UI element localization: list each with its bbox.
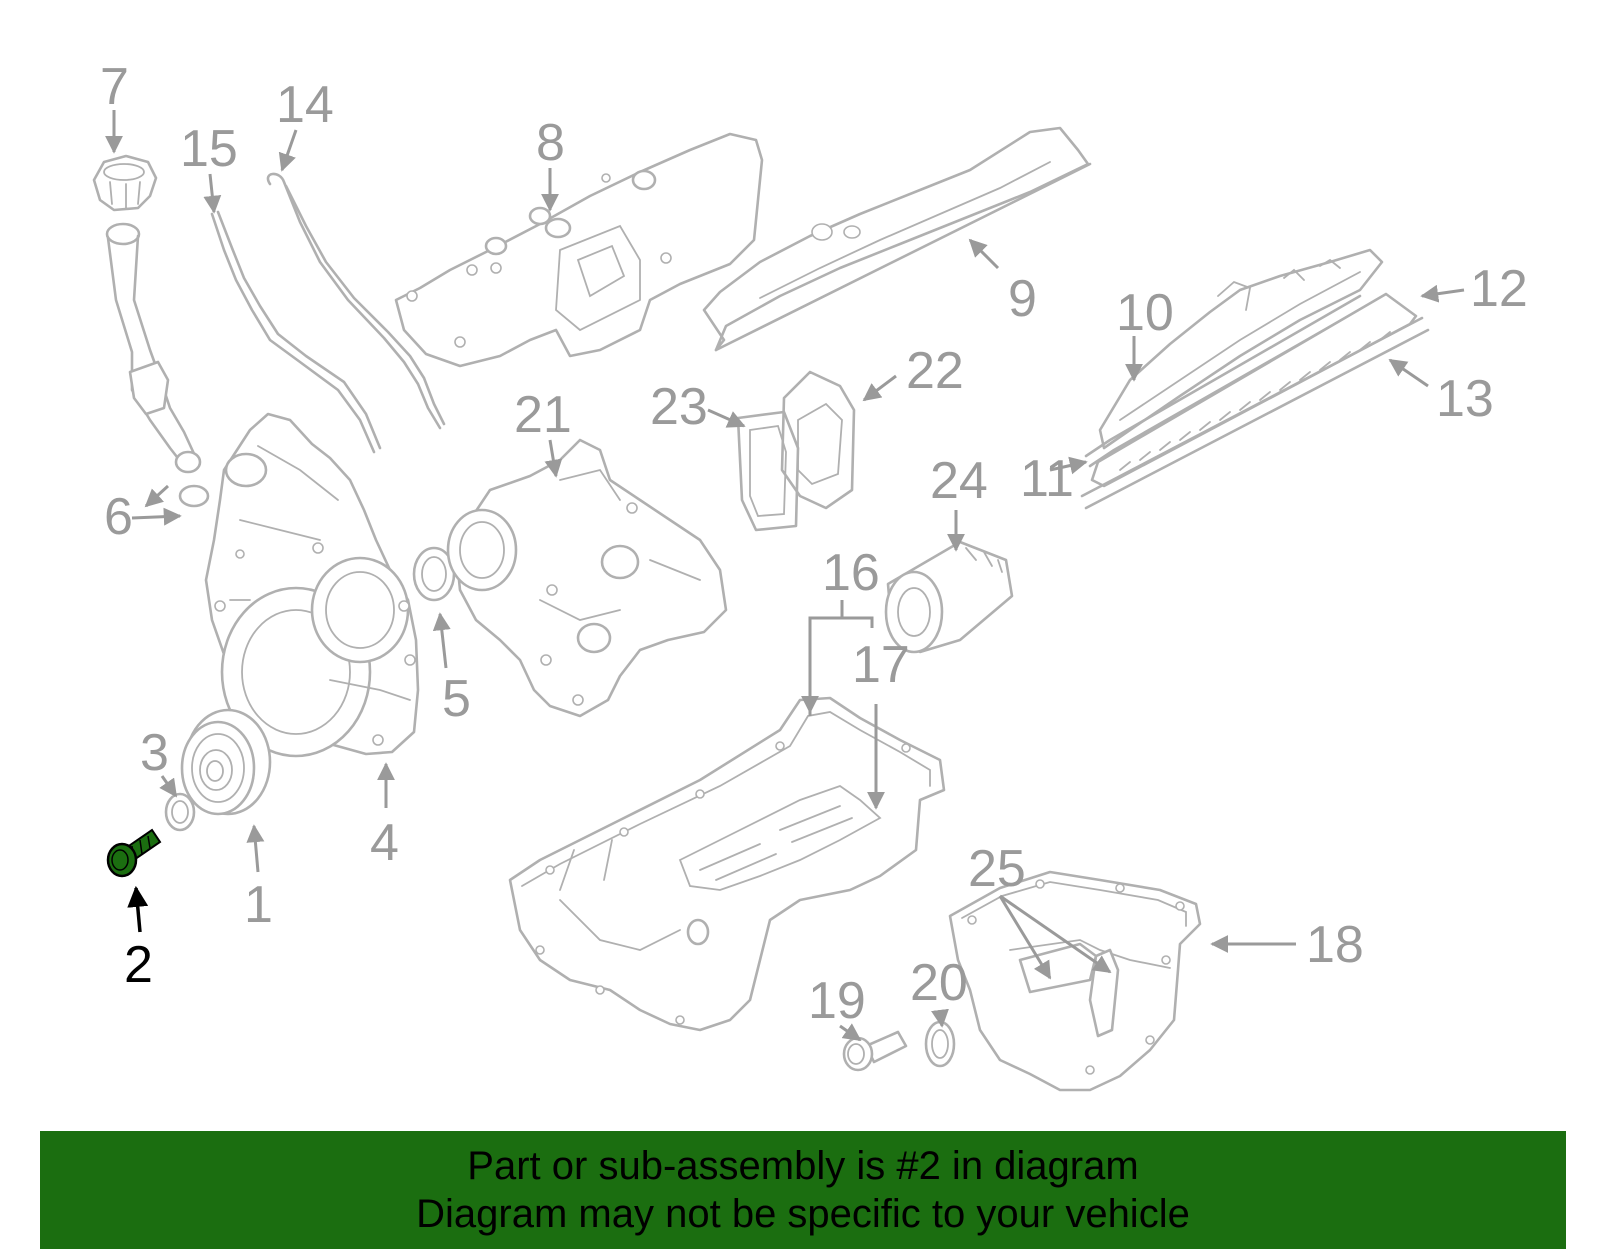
- part-20-drain-plug-washer[interactable]: [924, 1020, 956, 1068]
- info-banner: Part or sub-assembly is #2 in diagram Di…: [40, 1131, 1566, 1249]
- part-23-gasket[interactable]: [736, 410, 800, 532]
- callout-2-highlighted[interactable]: 2: [124, 936, 153, 994]
- callout-24[interactable]: 24: [930, 452, 988, 510]
- callout-20[interactable]: 20: [910, 954, 968, 1012]
- part-4-timing-cover[interactable]: [204, 412, 420, 758]
- part-18-lower-oil-pan[interactable]: [948, 870, 1202, 1092]
- part-1-crankshaft-pulley[interactable]: [180, 708, 272, 816]
- part-22-cover[interactable]: [780, 370, 856, 510]
- callout-10[interactable]: 10: [1116, 284, 1174, 342]
- callout-labels: 7 14 15 8 9 10 12 13 11 22 23 21 24 6 5 …: [100, 58, 1528, 1030]
- callout-16[interactable]: 16: [822, 544, 880, 602]
- part-15-oil-dipstick[interactable]: [210, 210, 382, 454]
- callout-6[interactable]: 6: [104, 488, 133, 546]
- callout-11[interactable]: 11: [1020, 450, 1074, 508]
- callout-9[interactable]: 9: [1008, 270, 1037, 328]
- callout-5[interactable]: 5: [442, 670, 471, 728]
- banner-line-part: Part or sub-assembly is #2 in diagram: [467, 1144, 1139, 1188]
- part-8-exhaust-manifold[interactable]: [394, 132, 764, 368]
- part-3-washer[interactable]: [164, 792, 196, 832]
- callout-25[interactable]: 25: [968, 840, 1026, 898]
- part-17-upper-oil-pan[interactable]: [508, 696, 946, 1032]
- callout-23[interactable]: 23: [650, 378, 708, 436]
- oil-filler-tube: [105, 222, 202, 474]
- part-21-housing[interactable]: [446, 438, 728, 718]
- callout-4[interactable]: 4: [370, 814, 399, 872]
- callout-17[interactable]: 17: [852, 636, 910, 694]
- callout-21[interactable]: 21: [514, 386, 572, 444]
- part-13-gasket[interactable]: [1080, 316, 1430, 510]
- callout-13[interactable]: 13: [1436, 370, 1494, 428]
- callout-22[interactable]: 22: [906, 342, 964, 400]
- banner-line-disclaimer: Diagram may not be specific to your vehi…: [416, 1192, 1190, 1236]
- callout-12[interactable]: 12: [1470, 260, 1528, 318]
- callout-18[interactable]: 18: [1306, 916, 1364, 974]
- callout-14[interactable]: 14: [276, 76, 334, 134]
- part-19-drain-plug[interactable]: [842, 1030, 908, 1072]
- callout-15[interactable]: 15: [180, 120, 238, 178]
- part-6-o-ring[interactable]: [178, 484, 210, 508]
- callout-19[interactable]: 19: [808, 972, 866, 1030]
- part-7-oil-filler-cap[interactable]: [92, 154, 158, 212]
- callout-3[interactable]: 3: [140, 724, 169, 782]
- part-14-dipstick-tube[interactable]: [266, 172, 446, 430]
- part-24-oil-filter[interactable]: [884, 540, 1014, 654]
- callout-1[interactable]: 1: [244, 876, 273, 934]
- callout-8[interactable]: 8: [536, 114, 565, 172]
- part-2-bolt-highlighted[interactable]: [106, 828, 162, 878]
- callout-leaders: [105, 110, 1465, 1042]
- callout-7[interactable]: 7: [100, 58, 129, 116]
- part-5-front-seal[interactable]: [412, 546, 456, 602]
- part-9-heat-shield[interactable]: [702, 126, 1092, 352]
